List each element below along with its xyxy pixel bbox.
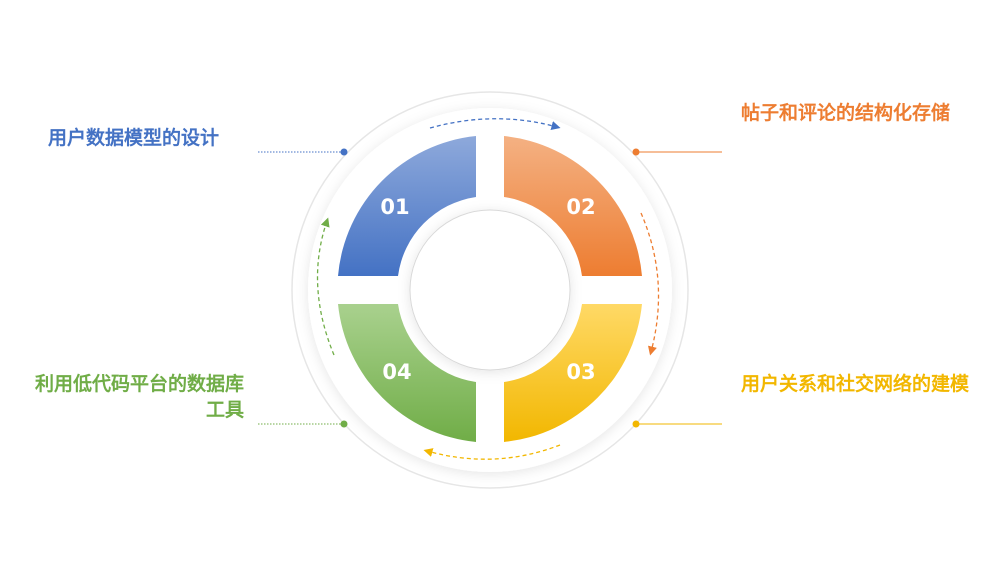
item-title-1: 用户数据模型的设计 — [48, 127, 220, 149]
arrow-1-to-2 — [429, 118, 561, 130]
item-title-4: 利用低代码平台的数据库工具 — [34, 373, 244, 421]
segment-2 — [504, 136, 642, 276]
segment-1 — [338, 136, 476, 276]
segment-4 — [338, 304, 476, 442]
connector-dot-2 — [632, 148, 640, 156]
item-title-3: 用户关系和社交网络的建模 — [741, 373, 970, 395]
center-circle — [409, 209, 571, 371]
arrow-4-to-1 — [316, 217, 335, 356]
segment-3 — [504, 304, 642, 442]
connector-dot-3 — [632, 420, 640, 428]
segment-number-2: 02 — [566, 195, 595, 219]
item-title-2: 帖子和评论的结构化存储 — [741, 102, 951, 124]
connector-dot-4 — [340, 420, 348, 428]
segment-number-3: 03 — [566, 360, 595, 384]
arrow-2-to-3 — [640, 212, 660, 356]
connector-dot-1 — [340, 148, 348, 156]
arrow-3-to-4 — [423, 444, 561, 460]
outer-ring — [291, 91, 689, 489]
segment-number-1: 01 — [380, 195, 409, 219]
segment-number-4: 04 — [382, 360, 411, 384]
